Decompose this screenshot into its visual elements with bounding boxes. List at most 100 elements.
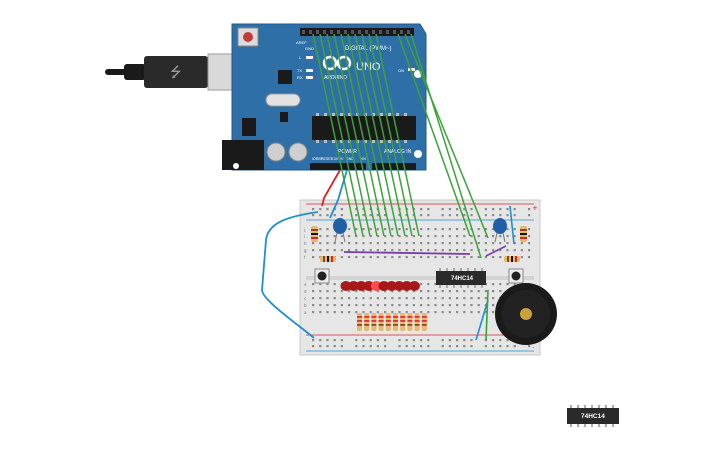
wire-green-11 (397, 33, 471, 237)
capacitor-blue-right[interactable] (493, 218, 507, 243)
power-header (310, 163, 366, 170)
pushbutton-left[interactable] (314, 268, 330, 284)
array-resistor-2[interactable] (364, 313, 370, 331)
wire-green-bottom[interactable] (485, 289, 489, 341)
label-power: POWER (338, 149, 357, 155)
dc-power-jack[interactable] (222, 140, 264, 170)
arduino-uno-board[interactable]: AREF GND DIGITAL (PWM~) L TX RX ARDUINO … (222, 23, 427, 171)
led-tx (306, 69, 313, 72)
led-5[interactable] (370, 281, 382, 291)
wire-green-12 (404, 33, 489, 239)
small-component (280, 112, 288, 122)
label-reset: RESET (321, 157, 334, 161)
reset-button-cap (243, 32, 253, 42)
array-resistor-9[interactable] (414, 313, 420, 331)
green-wires[interactable] (312, 33, 489, 259)
wire-red-5v[interactable] (321, 169, 341, 207)
row-letter-j: j (303, 227, 305, 232)
wire-green-7 (354, 33, 399, 237)
wire-purple[interactable] (343, 251, 471, 255)
label-l: L (299, 55, 302, 60)
array-resistor-1[interactable] (357, 313, 362, 331)
led-7[interactable] (386, 281, 398, 291)
rail-minus-label: - (532, 344, 535, 352)
led-rx (306, 76, 313, 79)
array-resistor-3[interactable] (371, 313, 377, 331)
label-digital: DIGITAL (PWM~) (345, 46, 392, 52)
row-letter-c: c (304, 296, 306, 301)
usb-strain-relief (124, 64, 146, 80)
voltage-regulator (242, 118, 256, 136)
array-resistor-7[interactable] (400, 313, 406, 331)
row-letter-a: a (304, 310, 307, 315)
usb-icon: ⭍ (170, 65, 182, 81)
wire-green-9 (368, 33, 413, 237)
analog-header (372, 163, 416, 170)
wire-blue-loop[interactable] (261, 211, 319, 339)
arduino-logo-icon (322, 55, 352, 71)
wire-green-8 (361, 33, 406, 237)
crystal-oscillator (265, 93, 301, 107)
wire-green-13 (410, 33, 482, 259)
array-resistor-5[interactable] (385, 313, 391, 331)
wire-purple-short[interactable] (485, 245, 507, 257)
row-letter-h: h (304, 241, 307, 246)
chip-74hc14-spare[interactable]: 74HC14 (567, 405, 619, 427)
wire-green-5 (340, 33, 385, 237)
wire-blue-right-2[interactable] (475, 299, 489, 341)
buzzer-center (520, 308, 532, 320)
led-3[interactable] (355, 281, 367, 291)
resistor-mid-right[interactable] (504, 256, 520, 262)
row-letter-i: i (304, 234, 305, 239)
capacitor-2 (288, 142, 308, 162)
row-letter-b: b (304, 303, 307, 308)
piezo-buzzer[interactable] (495, 283, 557, 345)
led-2[interactable] (348, 281, 360, 291)
label-ioref: IOREF (312, 157, 323, 161)
chip-74hc14-breadboard[interactable]: 74HC14 (436, 268, 486, 288)
row-letter-g: g (304, 248, 307, 253)
label-on: ON (398, 68, 404, 73)
row-letter-e: e (304, 282, 307, 287)
resistor-left[interactable] (311, 226, 318, 242)
resistor-right[interactable] (520, 226, 527, 242)
chip-label: 74HC14 (451, 276, 474, 282)
label-5v: 5V (339, 157, 344, 161)
array-resistor-4[interactable] (378, 313, 384, 331)
label-aref: AREF (296, 40, 307, 45)
atmega-chip (312, 116, 416, 140)
pushbutton-right[interactable] (508, 268, 524, 284)
row-letter-d: d (304, 289, 307, 294)
wire-blue-right-1[interactable] (509, 205, 515, 245)
wire-green-2 (319, 33, 364, 237)
wire-green-3 (326, 33, 371, 237)
label-analog: ANALOG IN (384, 149, 412, 155)
label-rx: RX (297, 75, 303, 80)
spare-chip-pins (570, 405, 614, 427)
led-8[interactable] (393, 281, 405, 291)
spare-chip-label: 74HC14 (581, 413, 605, 420)
label-arduino: ARDUINO (324, 75, 347, 81)
led-4[interactable] (363, 281, 375, 291)
led-1[interactable] (340, 281, 352, 291)
array-resistor-8[interactable] (407, 313, 413, 331)
label-tx: TX (297, 68, 302, 73)
array-resistor-6[interactable] (393, 313, 398, 331)
wire-green-4 (333, 33, 378, 237)
capacitor-blue-left[interactable] (333, 218, 347, 243)
array-resistor-10[interactable] (421, 313, 427, 331)
resistor-mid-left[interactable] (320, 256, 336, 262)
wire-green-10 (375, 33, 420, 237)
chip-pins (439, 268, 483, 288)
wire-green-1 (312, 33, 357, 237)
usb-plug-body (144, 56, 208, 88)
resistor-array[interactable] (357, 313, 427, 331)
led-10[interactable] (408, 281, 420, 291)
atmega-chip-pins (316, 113, 407, 143)
led-l (306, 56, 313, 59)
led-6[interactable] (378, 281, 390, 291)
mount-hole-2 (414, 150, 422, 158)
label-vin: VIN (360, 157, 366, 161)
led-9[interactable] (401, 281, 413, 291)
